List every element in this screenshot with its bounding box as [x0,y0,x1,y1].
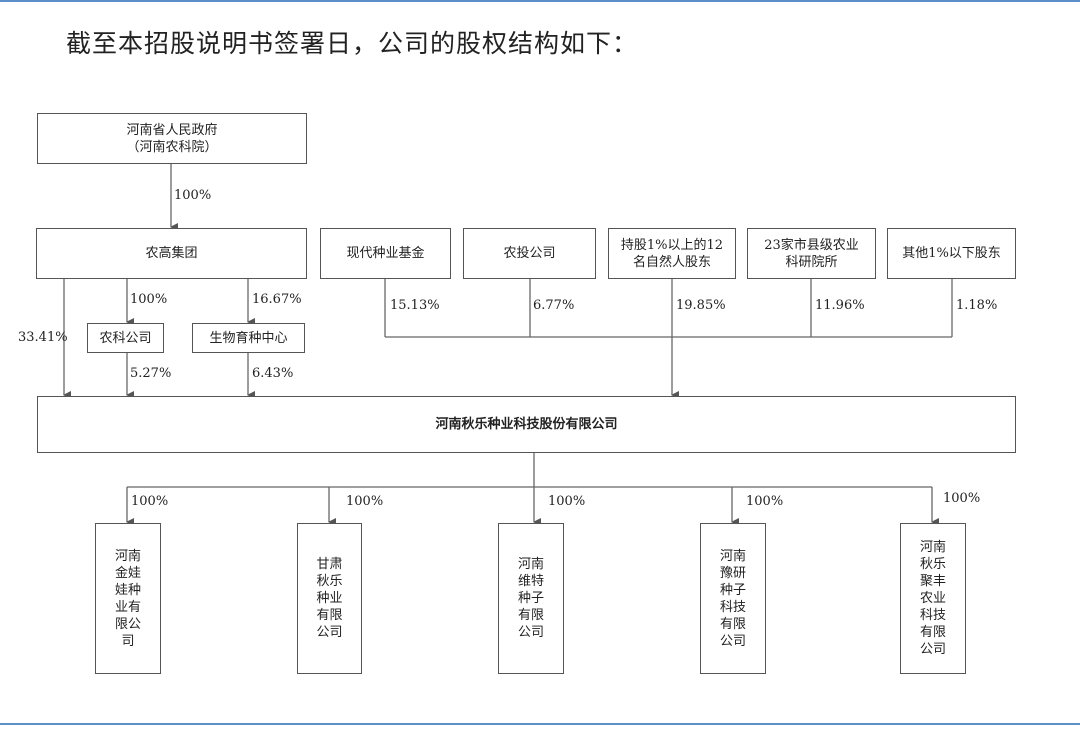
subsidiary-box: 河南维特种子有限公司 [498,523,564,674]
shareholder-name: 23家市县级农业 [764,237,859,253]
pct-label: 100% [174,188,212,203]
subsidiary-name: 河南秋乐聚丰农业科技有限公司 [919,540,946,657]
company-name: 河南秋乐种业科技股份有限公司 [435,417,618,432]
shareholder-name: 农投公司 [503,246,556,261]
pct-label: 6.77% [533,298,575,313]
pct-label: 100% [131,494,169,509]
subsidiary-box: 河南秋乐聚丰农业科技有限公司 [900,523,966,674]
pct-label: 100% [548,494,586,509]
pct-label: 100% [346,494,384,509]
shareholder-name: 其他1%以下股东 [902,246,1001,261]
group-sub-box: 农科公司 [87,323,164,353]
group-sub-name: 生物育种中心 [209,330,288,346]
pct-label: 6.43% [252,366,294,381]
shareholder-name: 持股1%以上的12 [620,237,724,253]
top-owner-subname: （河南农科院） [126,139,218,155]
group-name: 农高集团 [145,246,198,261]
pct-label: 5.27% [130,366,172,381]
pct-label: 100% [746,494,784,509]
subsidiary-name: 河南豫研种子科技有限公司 [719,548,746,649]
company-box: 河南秋乐种业科技股份有限公司 [37,396,1016,453]
pct-label: 11.96% [815,298,865,313]
shareholder-name-line2: 名自然人股东 [632,254,711,270]
group-sub-box: 生物育种中心 [192,323,305,353]
pct-label: 1.18% [956,298,998,313]
top-owner-name: 河南省人民政府 [126,122,218,138]
subsidiary-name: 河南金娃娃种业有限公司 [114,548,141,649]
shareholder-box: 23家市县级农业科研院所 [747,228,876,279]
subsidiary-name: 河南维特种子有限公司 [517,557,544,640]
pct-label: 19.85% [676,298,726,313]
page-title: 截至本招股说明书签署日，公司的股权结构如下： [66,29,639,58]
top-divider [0,0,1080,2]
pct-label: 100% [130,292,168,307]
pct-label: 33.41% [18,330,68,345]
shareholder-box: 现代种业基金 [320,228,451,279]
top-owner-box: 河南省人民政府 （河南农科院） [37,113,307,164]
shareholder-name: 现代种业基金 [346,246,425,261]
bottom-divider [0,723,1080,725]
shareholder-box: 农投公司 [463,228,596,279]
subsidiary-box: 甘肃秋乐种业有限公司 [297,523,362,674]
group-sub-name: 农科公司 [99,330,152,346]
shareholder-box: 其他1%以下股东 [887,228,1016,279]
subsidiary-box: 河南豫研种子科技有限公司 [700,523,766,674]
pct-label: 100% [943,491,981,506]
pct-label: 16.67% [252,292,302,307]
pct-label: 15.13% [390,298,440,313]
subsidiary-box: 河南金娃娃种业有限公司 [95,523,161,674]
shareholder-name-line2: 科研院所 [785,254,838,270]
group-box: 农高集团 [36,228,307,279]
subsidiary-name: 甘肃秋乐种业有限公司 [316,557,343,640]
